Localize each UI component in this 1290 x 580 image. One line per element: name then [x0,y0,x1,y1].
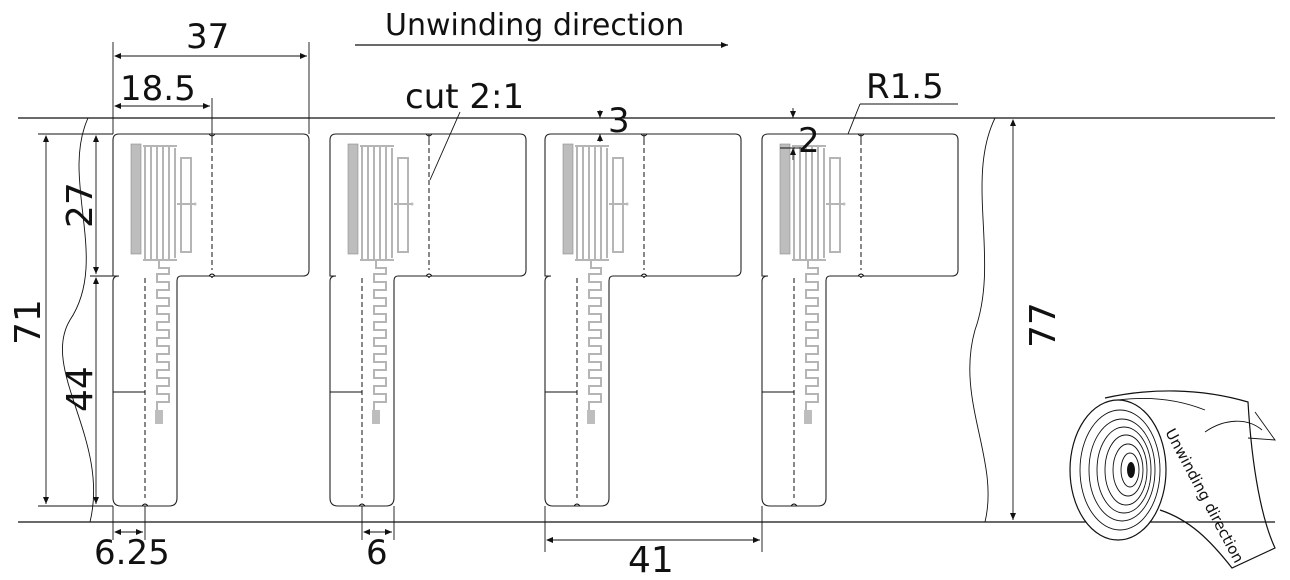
dim-head-height-text: 27 [60,182,101,228]
roll-arrow [1204,420,1263,433]
break-line-left [61,117,95,523]
dim-web-width-text: 77 [1023,302,1064,348]
break-line-right [969,117,996,523]
cut-leader [429,111,461,181]
roll-illustration: Unwinding direction [1069,390,1276,569]
label-3 [544,133,742,507]
label-4 [761,133,959,507]
dim-gap-top: 3 [608,101,630,141]
dim-half-width-text: 18.5 [120,69,196,109]
radius-label: R1.5 [866,67,944,107]
cut-label: cut 2:1 [405,77,524,117]
label-1 [112,133,310,507]
dim-margin-top: 2 [798,121,820,161]
dim-pitch-text: 41 [628,540,674,580]
top-caption: Unwinding direction [385,8,684,43]
dim-total-height-text: 71 [8,299,49,345]
radius-leader [847,103,861,135]
label-2 [329,133,527,507]
dim-tail-height-text: 44 [60,366,101,412]
dim-label-width-text: 37 [186,17,229,57]
dim-tail-width-text: 6 [366,533,388,573]
dim-tail-split-text: 6.25 [94,533,170,573]
roll-caption: Unwinding direction [1161,425,1247,566]
